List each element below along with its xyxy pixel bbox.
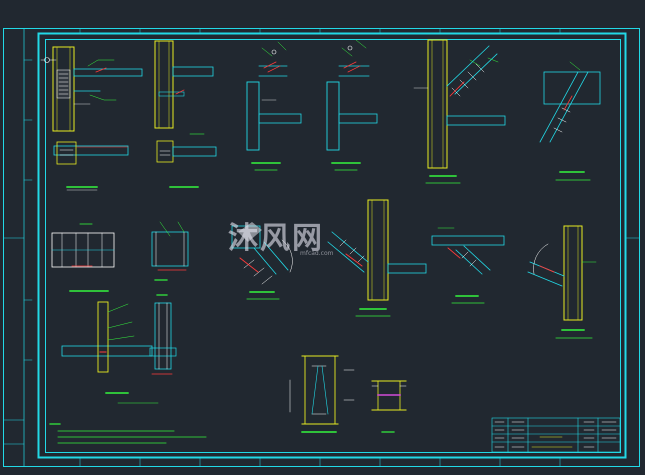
- detail-11-caption: [246, 291, 280, 300]
- detail-12-column-brace-node: [327, 199, 427, 301]
- sheet-border: [3, 28, 640, 467]
- watermark-brand: 沐风网: [228, 221, 324, 256]
- detail-14-caption: [555, 329, 593, 339]
- general-notes: [49, 402, 207, 444]
- detail-10-section: [149, 302, 177, 375]
- detail-15-column-base-section: [289, 355, 355, 425]
- detail-13-caption: [451, 295, 485, 304]
- title-block: [491, 417, 621, 453]
- detail-16-h-section: [371, 380, 407, 411]
- watermark-url: mfcad.com: [300, 250, 334, 257]
- detail-5-caption: [425, 175, 461, 184]
- detail-5-column-brace-connection: [413, 39, 506, 169]
- detail-1-beam-column-connection: [40, 46, 143, 132]
- detail-4-beam-column-elevation: [326, 39, 378, 151]
- detail-3-caption: [251, 162, 281, 171]
- detail-6-caption: [555, 171, 591, 181]
- detail-13-beam-brace: [431, 227, 505, 275]
- detail-9-beam-column-detail: [61, 301, 153, 373]
- watermark-logo: [238, 222, 262, 242]
- detail-11-inclined-brace: [231, 225, 293, 285]
- detail-2-column-connection: [154, 40, 214, 129]
- detail-3-beam-column-elevation: [246, 41, 302, 151]
- detail-1-caption: [66, 186, 98, 191]
- detail-4-caption: [331, 162, 361, 171]
- detail-14-column-brace: [527, 225, 597, 321]
- detail-7-splice-elevation: [51, 223, 115, 268]
- title-block-marks: [494, 421, 617, 448]
- detail-8-section-view: [151, 221, 189, 271]
- detail-2-plan-view: [156, 133, 217, 163]
- title-block-drawing-name: [531, 436, 573, 448]
- detail-1-plan-view: [53, 141, 129, 165]
- detail-6-brace-gusset: [539, 61, 601, 143]
- detail-12-caption: [355, 308, 391, 317]
